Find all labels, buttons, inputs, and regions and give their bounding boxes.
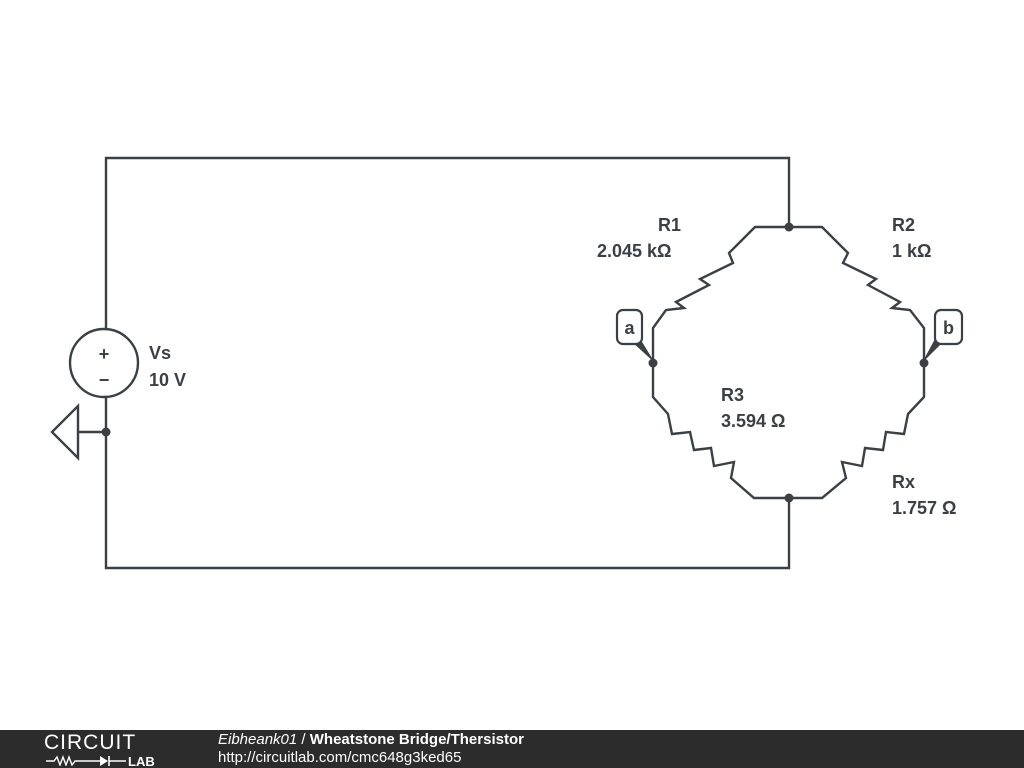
vs-name: Vs	[149, 343, 171, 363]
wires	[78, 156, 791, 570]
r1-name: R1	[658, 215, 681, 235]
r3-value: 3.594 Ω	[721, 411, 785, 431]
probe-b[interactable]: b	[922, 308, 964, 363]
logo-text-bottom: LAB	[128, 754, 155, 766]
source-minus-sign: −	[99, 370, 110, 390]
junction-dot-top	[784, 222, 794, 232]
junction-dot-b	[919, 358, 929, 368]
logo-text-top: CIRCUIT	[44, 732, 136, 754]
voltage-source-vs[interactable]: + − Vs 10 V	[68, 327, 186, 399]
wire-top	[104, 156, 791, 331]
resistor-r3-icon	[651, 361, 791, 500]
circuitlab-logo[interactable]: CIRCUIT LAB	[44, 732, 174, 766]
circuit-schematic: + − Vs 10 V R1 2.045 kΩ R2 1 kΩ R3 3.594…	[50, 156, 964, 570]
r2-name: R2	[892, 215, 915, 235]
resistor-rx[interactable]: Rx 1.757 Ω	[787, 361, 956, 518]
resistor-r1-icon	[651, 225, 791, 365]
junction-dot-ground	[101, 427, 111, 437]
probe-a-box	[615, 308, 644, 346]
circuit-title[interactable]: Wheatstone Bridge/Thersistor	[309, 731, 524, 748]
junction-dot-a	[648, 358, 658, 368]
resistor-r2-icon	[787, 225, 926, 365]
source-plus-sign: +	[99, 344, 110, 364]
r1-value: 2.045 kΩ	[597, 241, 672, 261]
voltage-source-icon	[68, 327, 140, 399]
junction-dot-bottom	[784, 493, 794, 503]
resistor-r3[interactable]: R3 3.594 Ω	[651, 361, 791, 500]
r3-name: R3	[721, 385, 744, 405]
rx-value: 1.757 Ω	[892, 498, 956, 518]
circuit-url[interactable]: http://circuitlab.com/cmc648g3ked65	[218, 749, 462, 766]
author-link[interactable]: Eibheank01	[218, 731, 298, 748]
ground-icon	[50, 403, 80, 461]
footer-bar: CIRCUIT LAB Eibheank01 / Wheatstone Brid…	[0, 730, 1024, 768]
resistor-r2[interactable]: R2 1 kΩ	[787, 215, 931, 365]
wire-bottom	[104, 395, 791, 570]
footer-title-line: Eibheank01 / Wheatstone Bridge/Thersisto…	[218, 731, 524, 749]
probe-a-label: a	[624, 318, 635, 338]
probe-b-box	[933, 308, 964, 346]
logo-wave-icon	[46, 755, 100, 766]
r2-value: 1 kΩ	[892, 241, 931, 261]
logo-diode-icon	[100, 756, 108, 766]
rx-name: Rx	[892, 472, 915, 492]
resistor-r1[interactable]: R1 2.045 kΩ	[597, 215, 791, 365]
resistor-rx-icon	[787, 361, 926, 500]
probe-b-label: b	[943, 318, 954, 338]
title-separator: /	[297, 731, 310, 748]
probe-a[interactable]: a	[615, 308, 655, 363]
vs-value: 10 V	[149, 370, 186, 390]
